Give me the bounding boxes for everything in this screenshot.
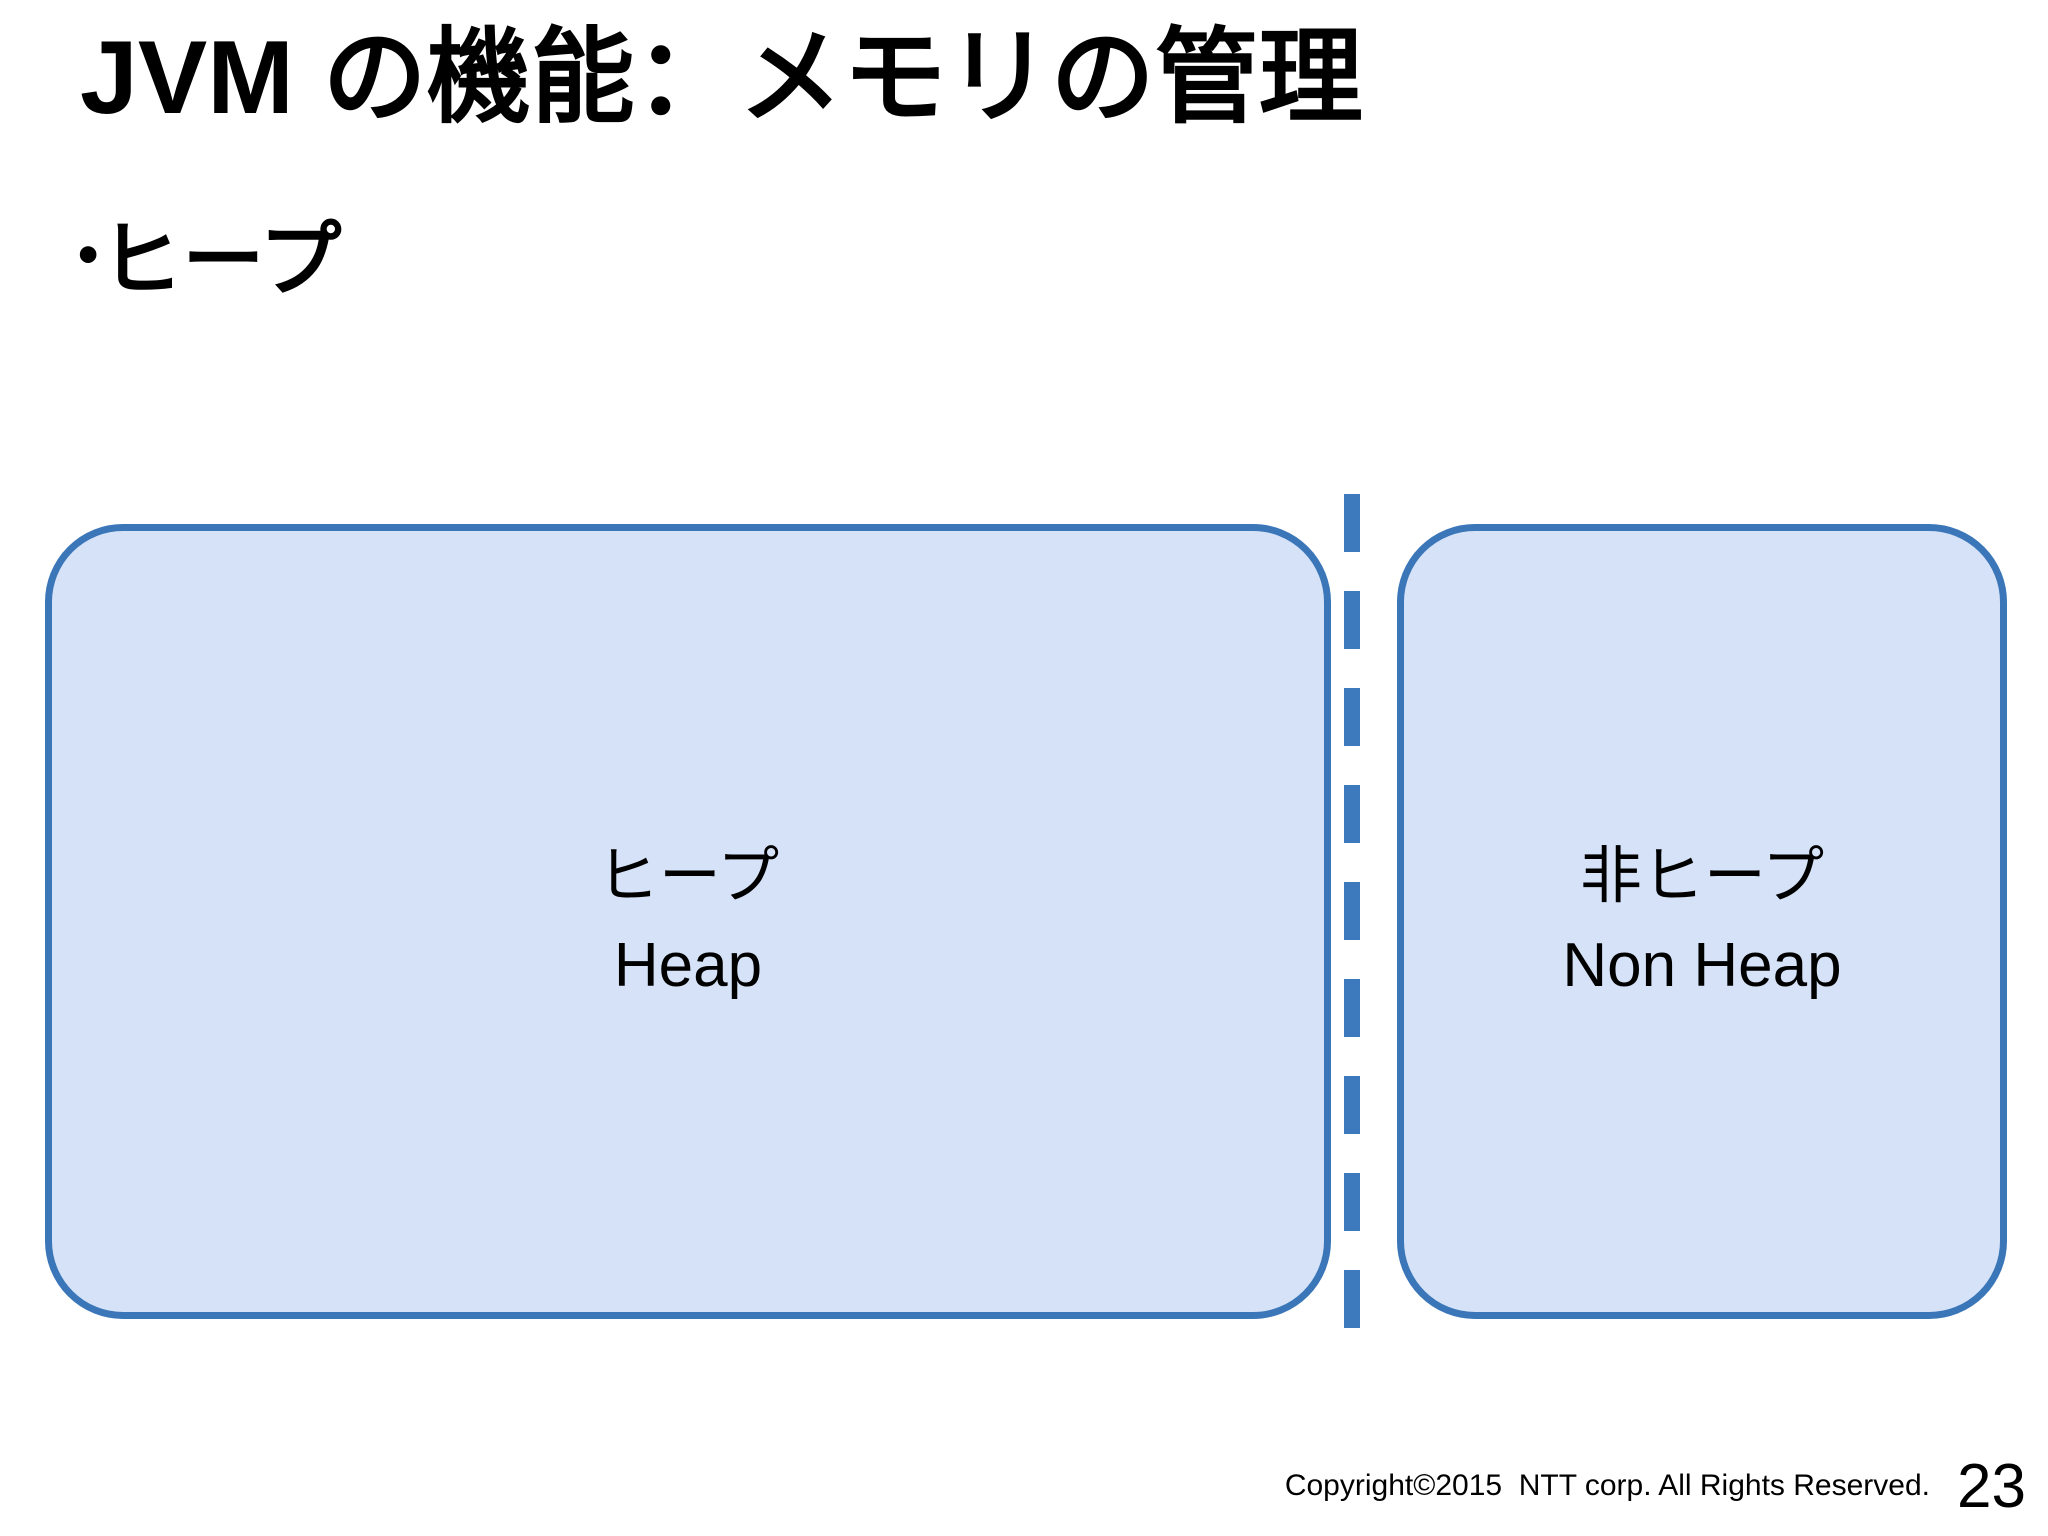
bullet-point-icon: • (78, 222, 99, 288)
page-title: JVM の機能：メモリの管理 (80, 20, 1363, 136)
non-heap-label-en: Non Heap (1562, 930, 1842, 1000)
bullet-list-item: • ヒープ (78, 212, 341, 310)
heap-label-en: Heap (613, 930, 763, 1000)
non-heap-region-box[interactable]: 非ヒープ Non Heap (1397, 524, 2007, 1319)
bullet-item-label: ヒープ (100, 215, 342, 306)
page-number: 23 (1957, 1452, 2026, 1521)
dashed-divider-line (1344, 494, 1360, 1358)
heap-region-label: ヒープ Heap (597, 833, 779, 1009)
non-heap-label-jp: 非ヒープ (1579, 842, 1825, 912)
non-heap-region-label: 非ヒープ Non Heap (1562, 833, 1841, 1009)
heap-region-box[interactable]: ヒープ Heap (45, 524, 1331, 1319)
copyright-notice: Copyright©2015 NTT corp. All Rights Rese… (1284, 1469, 1930, 1502)
heap-label-jp: ヒープ (596, 842, 780, 912)
